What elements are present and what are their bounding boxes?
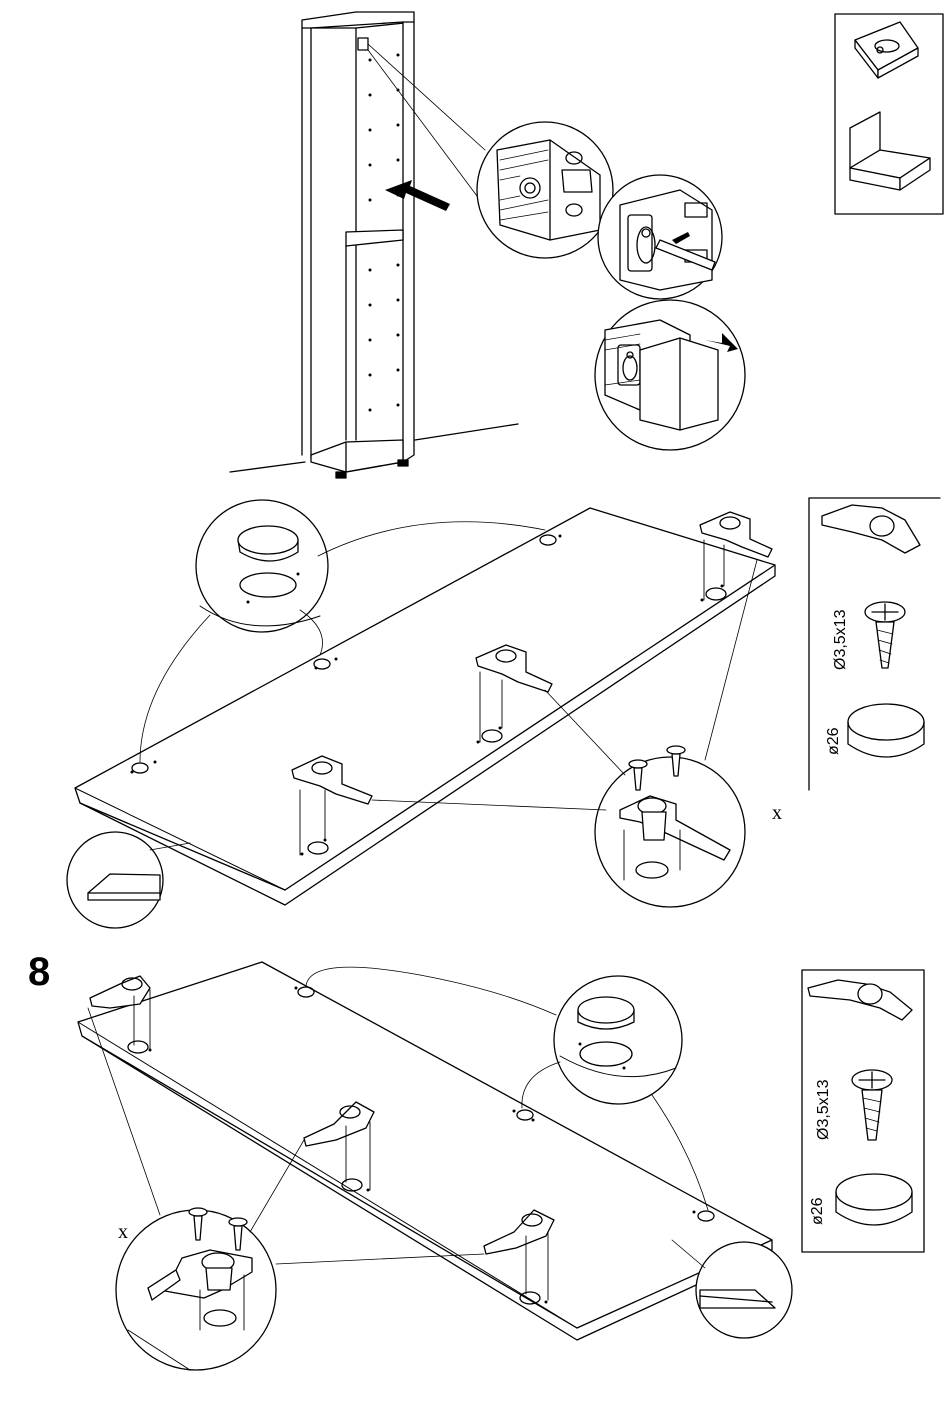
parts-box-bottom: Ø3,5x13 ø26	[802, 970, 924, 1252]
screwdriver-detail	[598, 175, 722, 299]
edge-detail-bottom	[696, 1242, 792, 1338]
quantity-multiplier: x	[118, 1222, 128, 1242]
cap-size-label: ø26	[825, 727, 842, 755]
screw-size-label: Ø3,5x13	[832, 609, 849, 670]
quantity-multiplier: x	[772, 803, 782, 823]
cover-cap-icon	[554, 976, 682, 1104]
hinge-detail-middle	[595, 757, 745, 907]
door-panel-icon	[595, 300, 745, 450]
cabinet-icon	[230, 12, 518, 478]
arrow-icon	[385, 180, 450, 211]
edge-detail-middle	[67, 832, 163, 928]
screw-icon	[865, 602, 905, 668]
hinge-icon	[822, 505, 920, 553]
cap-size-label: ø26	[809, 1197, 826, 1225]
cover-cap-icon	[848, 704, 924, 757]
parts-box-top	[835, 14, 943, 214]
parts-box-middle: Ø3,5x13 ø26	[809, 498, 940, 790]
mounting-plate-icon	[477, 122, 613, 258]
cover-cap-icon	[196, 500, 328, 632]
screw-size-label: Ø3,5x13	[815, 1079, 832, 1140]
step-number: 8	[28, 950, 50, 994]
